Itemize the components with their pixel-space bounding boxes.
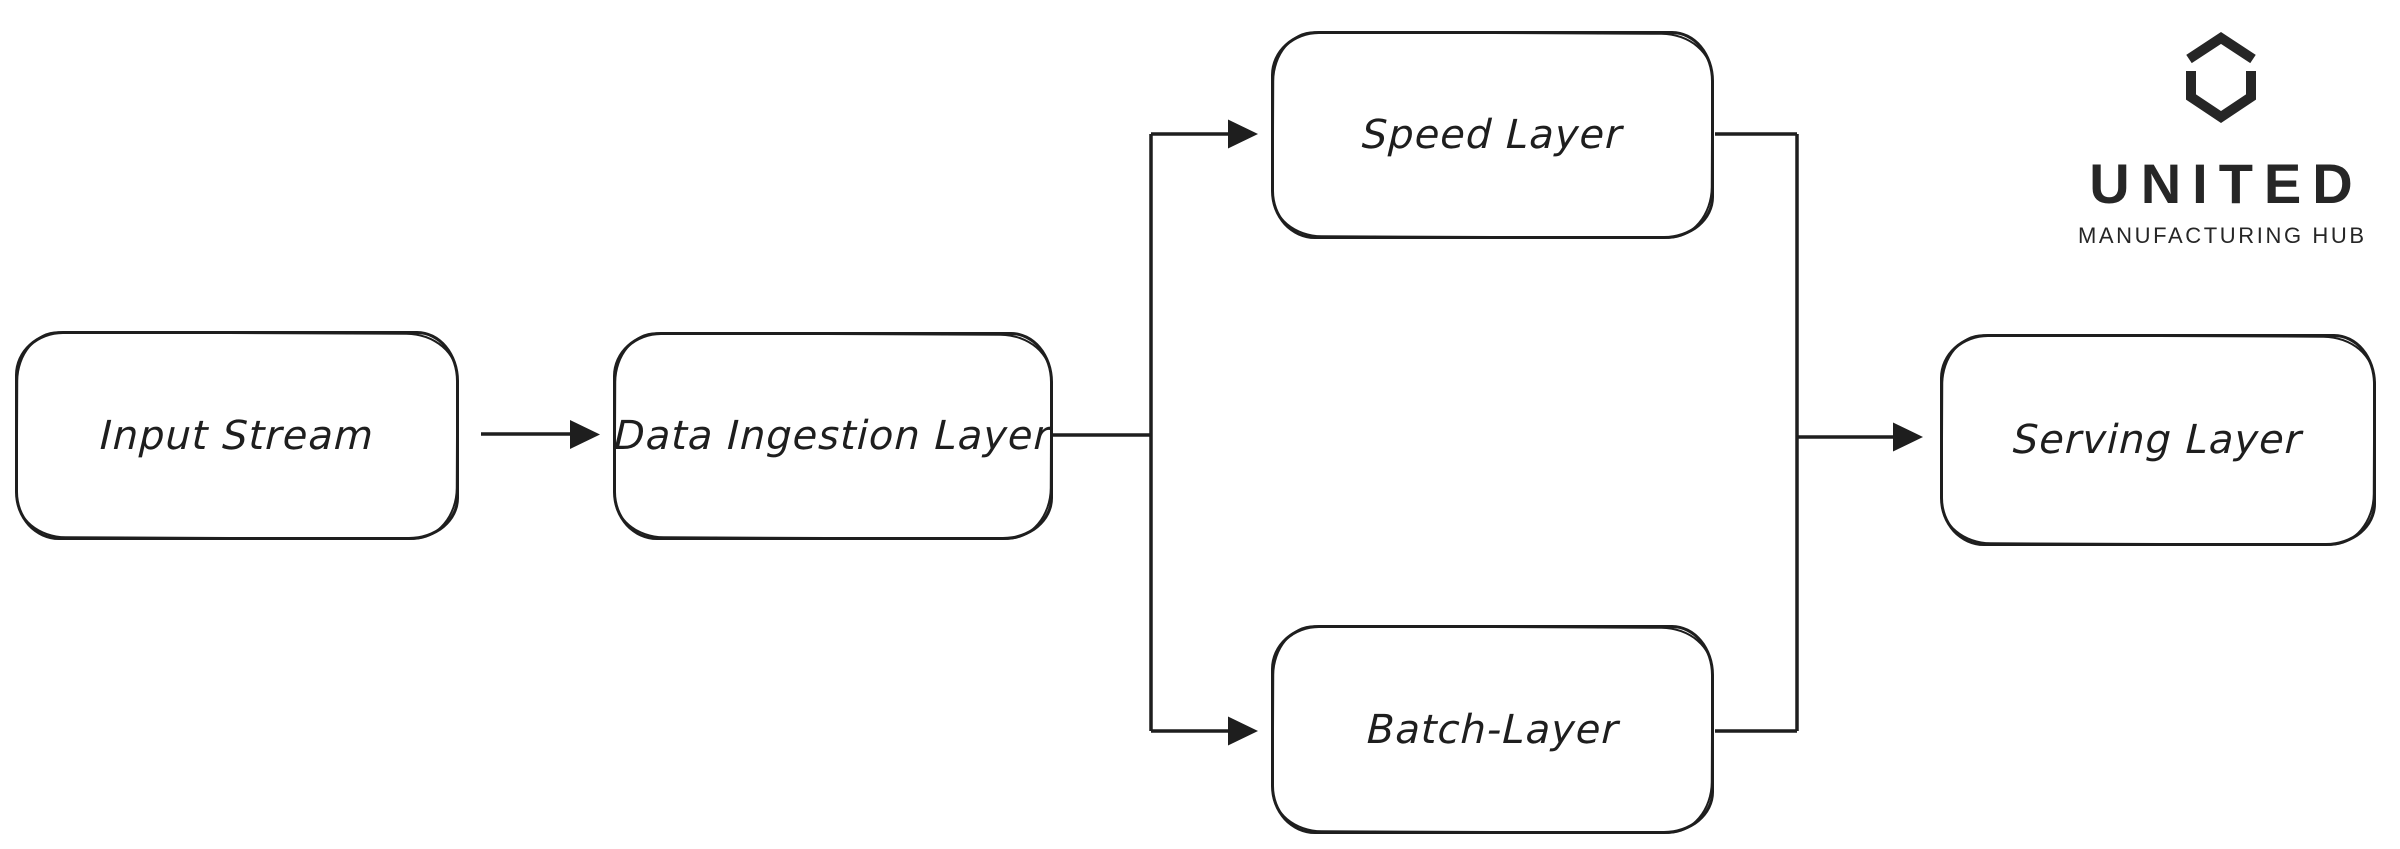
node-label: Input Stream [99,412,375,459]
umh-logo: UNITED MANUFACTURING HUB [2078,28,2364,247]
edge-batch-to-merge [1715,134,1799,733]
node-label: Speed Layer [1361,112,1624,158]
node-label: Data Ingestion Layer [613,413,1053,459]
node-input-stream: Input Stream [15,331,459,540]
edge-merge-to-serving [1797,422,1923,452]
edge-ingestion-to-split [1053,134,1153,731]
edge-split-to-batch [1151,716,1258,746]
edge-split-to-speed [1151,119,1258,149]
node-label: Batch-Layer [1365,706,1620,753]
node-serving-layer: Serving Layer [1940,334,2376,546]
logo-brand-text: UNITED [2089,152,2364,215]
edge-input-to-ingestion [481,420,600,449]
logo-tagline-text: MANUFACTURING HUB [2077,223,2367,248]
node-label: Serving Layer [2012,417,2304,463]
node-batch-layer: Batch-Layer [1271,625,1714,834]
hexagon-icon [2186,32,2256,124]
node-data-ingestion-layer: Data Ingestion Layer [613,332,1053,540]
node-speed-layer: Speed Layer [1271,31,1714,239]
